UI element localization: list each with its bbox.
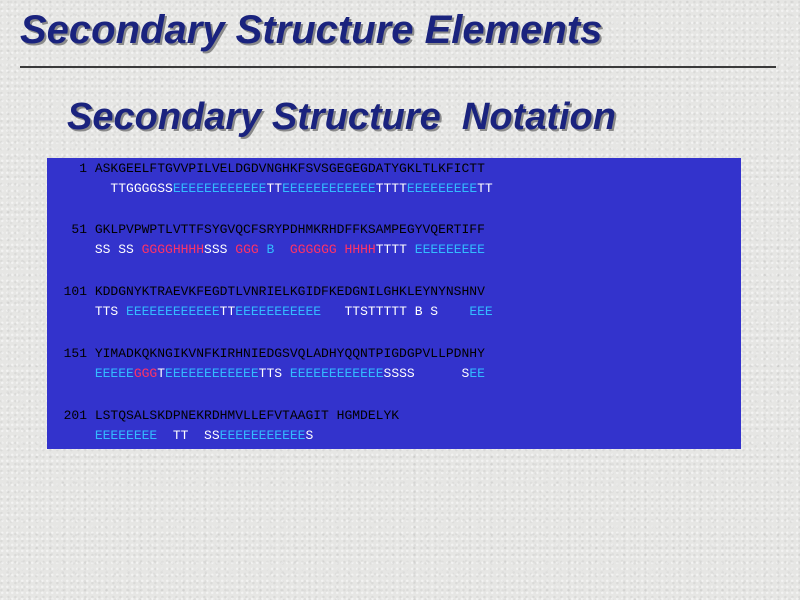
amino-acid-sequence: ASKGEELFTGVVPILVELDGDVNGHKFSVSGEGEGDATYG…	[94, 161, 485, 176]
ss-segment: GGG	[235, 242, 259, 257]
secondary-structure-line: TTS EEEEEEEEEEEETTEEEEEEEEEEE TTSTTTTT B…	[47, 303, 493, 321]
slide-subtitle: Secondary Structure Notation	[67, 96, 616, 138]
ss-segment: TTS	[258, 366, 290, 381]
ss-segment: TT	[477, 181, 493, 196]
ss-segment: TTTT	[375, 181, 407, 196]
residue-number: 201	[63, 408, 87, 423]
ss-segment: EEE	[469, 304, 493, 319]
ss-segment: TT	[266, 181, 283, 196]
ss-segment: EEEEEEEE	[94, 428, 158, 443]
secondary-structure-line: EEEEEEEE TT SSEEEEEEEEEEES	[47, 427, 313, 445]
ss-segment: TTGGGGSS	[94, 181, 173, 196]
ss-segment: SS SS	[94, 242, 142, 257]
amino-acid-sequence: GKLPVPWPTLVTTFSYGVQCFSRYPDHMKRHDFFKSAMPE…	[94, 222, 485, 237]
ss-segment: SSSS S	[383, 366, 470, 381]
ss-segment: TT SS	[157, 428, 220, 443]
sequence-line: 101 KDDGNYKTRAEVKFEGDTLVNRIELKGIDFKEDGNI…	[47, 283, 485, 301]
secondary-structure-line: SS SS GGGGHHHHSSS GGG B GGGGGG HHHHTTTT …	[47, 241, 485, 259]
residue-number: 151	[63, 346, 87, 361]
ss-segment: EEEEEEEEE	[414, 242, 485, 257]
slide-title: Secondary Structure Elements	[20, 8, 603, 52]
ss-segment: EEEEEEEEEEEE	[172, 181, 267, 196]
ss-segment: TTS	[94, 304, 127, 319]
title-divider	[20, 66, 776, 68]
ss-segment: TTSTTTTT B S	[321, 304, 470, 319]
ss-segment	[274, 242, 290, 257]
ss-segment: EEEEEEEEEEE	[219, 428, 306, 443]
secondary-structure-line: EEEEEGGGTEEEEEEEEEEEETTS EEEEEEEEEEEESSS…	[47, 365, 485, 383]
ss-segment: GGG	[133, 366, 158, 381]
ss-segment: T	[157, 366, 166, 381]
ss-segment: EEEEEEEEE	[406, 181, 478, 196]
ss-segment	[337, 242, 345, 257]
residue-number: 101	[63, 284, 87, 299]
amino-acid-sequence: YIMADKQKNGIKVNFKIRHNIEDGSVQLADHYQQNTPIGD…	[94, 346, 485, 361]
sequence-line: 201 LSTQSALSKDPNEKRDHMVLLEFVTAAGIT HGMDE…	[47, 407, 399, 425]
sequence-line: 51 GKLPVPWPTLVTTFSYGVQCFSRYPDHMKRHDFFKSA…	[47, 221, 485, 239]
ss-segment: GGGGGG	[289, 242, 337, 257]
residue-number: 51	[71, 222, 87, 237]
ss-segment: HHHH	[344, 242, 376, 257]
ss-segment: EEEEEEEEEEEE	[126, 304, 220, 319]
sequence-line: 151 YIMADKQKNGIKVNFKIRHNIEDGSVQLADHYQQNT…	[47, 345, 485, 363]
ss-segment: EEEEEEEEEEEE	[282, 181, 376, 196]
ss-segment: S	[305, 428, 314, 443]
ss-segment: TT	[219, 304, 236, 319]
ss-segment: B	[266, 242, 275, 257]
amino-acid-sequence: LSTQSALSKDPNEKRDHMVLLEFVTAAGIT HGMDELYK	[94, 408, 400, 423]
ss-segment: SSS	[204, 242, 236, 257]
ss-segment: EEEEEEEEEEEE	[289, 366, 384, 381]
ss-segment: EE	[469, 366, 485, 381]
ss-segment: EEEEE	[94, 366, 134, 381]
residue-number: 1	[79, 161, 87, 176]
amino-acid-sequence: KDDGNYKTRAEVKFEGDTLVNRIELKGIDFKEDGNILGHK…	[94, 284, 485, 299]
ss-segment: EEEEEEEEEEE	[235, 304, 322, 319]
sequence-panel: 1 ASKGEELFTGVVPILVELDGDVNGHKFSVSGEGEGDAT…	[47, 158, 741, 449]
ss-segment: GGGGHHHH	[141, 242, 205, 257]
sequence-line: 1 ASKGEELFTGVVPILVELDGDVNGHKFSVSGEGEGDAT…	[47, 160, 485, 178]
secondary-structure-line: TTGGGGSSEEEEEEEEEEEETTEEEEEEEEEEEETTTTEE…	[47, 180, 493, 198]
ss-segment: TTTT	[375, 242, 415, 257]
ss-segment: EEEEEEEEEEEE	[165, 366, 259, 381]
